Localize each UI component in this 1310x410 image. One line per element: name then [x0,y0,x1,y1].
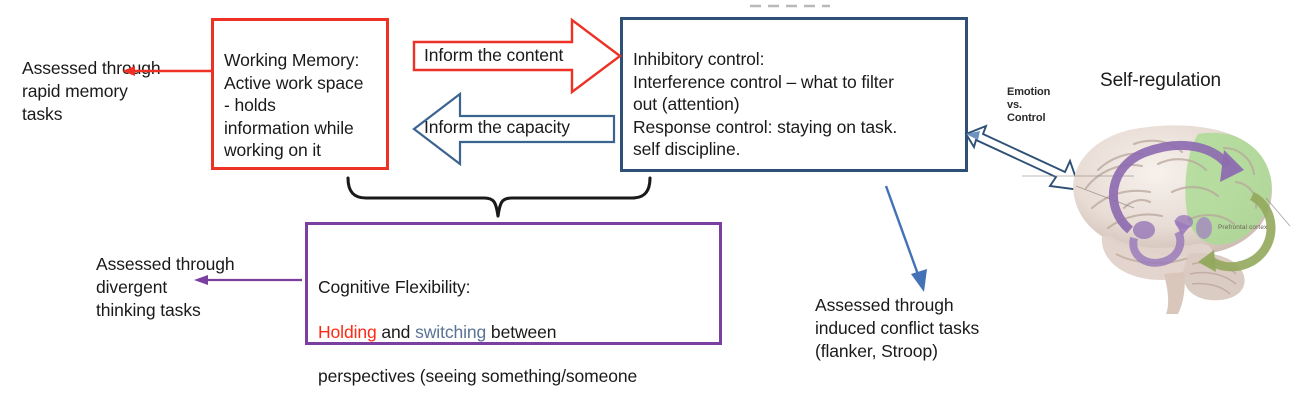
cognitive-flexibility-box[interactable]: Cognitive Flexibility: Holding and switc… [305,222,722,386]
cf-keyword-holding: Holding [318,321,377,342]
cf-line-1: Cognitive Flexibility: [318,276,471,297]
cognitive-flexibility-assessment-note: Assessed through divergent thinking task… [96,254,235,320]
brain-illustration-group: Self-regulation Emotion vs. Control [960,58,1310,318]
inhibitory-control-assessment-note: Assessed through induced conflict tasks … [815,295,980,361]
inform-capacity-arrow[interactable] [410,88,618,170]
purple-loop-arrow [1109,140,1244,267]
grouping-brace [346,176,652,218]
cognitive-flexibility-connector-arrow [194,275,302,285]
top-dashed-line [750,4,830,8]
emotion-vs-control-label: Emotion vs. Control [1007,86,1051,124]
working-memory-connector-arrow [122,66,214,76]
inhibitory-control-connector-arrow [884,185,927,292]
working-memory-text: Working Memory: Active work space - hold… [224,50,364,160]
cf-after: between [486,321,557,342]
inform-content-label: Inform the content [424,45,564,65]
cognitive-flexibility-text: Cognitive Flexibility: Holding and switc… [308,247,719,410]
green-loop-arrow [1198,191,1276,272]
inform-capacity-label: Inform the capacity [424,117,570,137]
working-memory-assessment-note: Assessed through rapid memory tasks [22,58,161,124]
self-regulation-title: Self-regulation [1100,70,1222,91]
prefrontal-cortex-label: Prefrontal cortex [1218,224,1268,231]
inhibitory-control-text: Inhibitory control: Interference control… [633,49,898,159]
cf-and: and [376,321,416,342]
cf-line-3: perspectives (seeing something/someone [318,366,638,387]
brain-image [1022,125,1291,314]
cf-keyword-switching: switching [415,321,487,342]
working-memory-box[interactable]: Working Memory: Active work space - hold… [211,18,389,170]
inhibitory-control-box[interactable]: Inhibitory control: Interference control… [620,17,968,172]
inform-content-arrow[interactable] [412,14,624,98]
